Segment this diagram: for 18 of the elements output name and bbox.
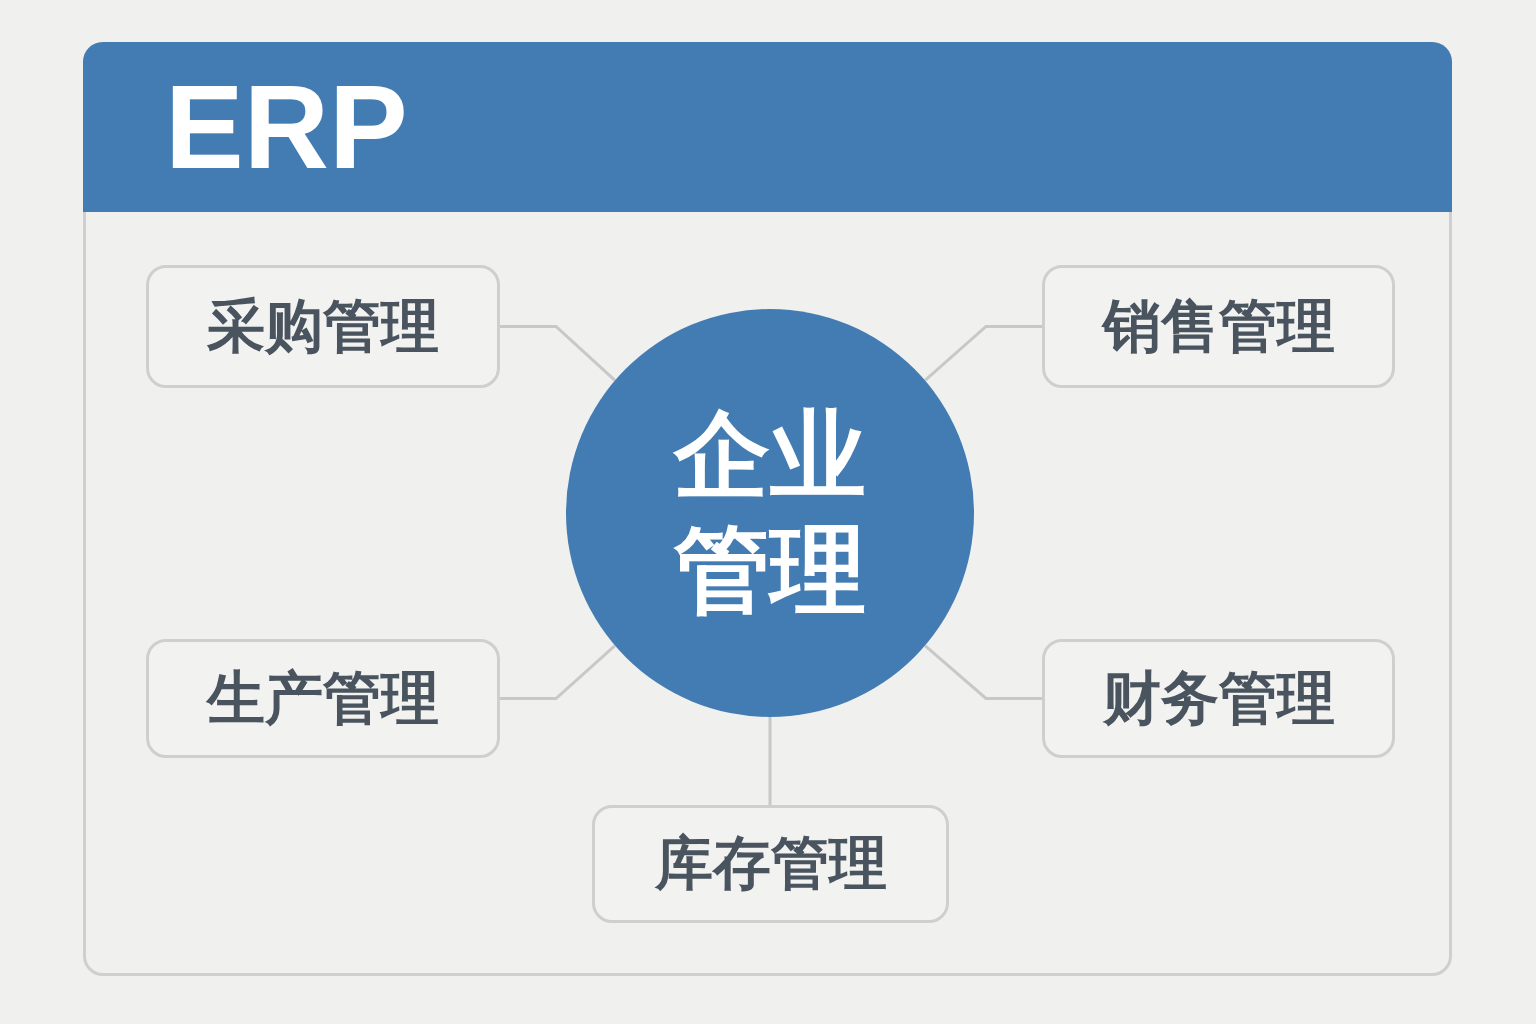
module-label: 销售管理 xyxy=(1102,290,1335,362)
module-box xyxy=(592,805,949,923)
connector-line xyxy=(924,325,1042,382)
connector-line xyxy=(768,717,772,805)
module-label: 采购管理 xyxy=(207,290,439,362)
hub-label: 企业管理 xyxy=(674,397,866,628)
module-label: 生产管理 xyxy=(207,662,439,734)
module-box xyxy=(1042,265,1395,388)
panel-title: ERP xyxy=(165,68,408,186)
module-box xyxy=(146,639,500,758)
module-label: 财务管理 xyxy=(1102,662,1335,734)
connector-line xyxy=(500,644,616,700)
module-box xyxy=(146,265,500,388)
module-label: 库存管理 xyxy=(654,828,887,899)
connector-line xyxy=(924,644,1042,700)
erp-panel xyxy=(83,42,1452,976)
connector-line xyxy=(500,325,616,382)
module-box xyxy=(1042,639,1395,758)
